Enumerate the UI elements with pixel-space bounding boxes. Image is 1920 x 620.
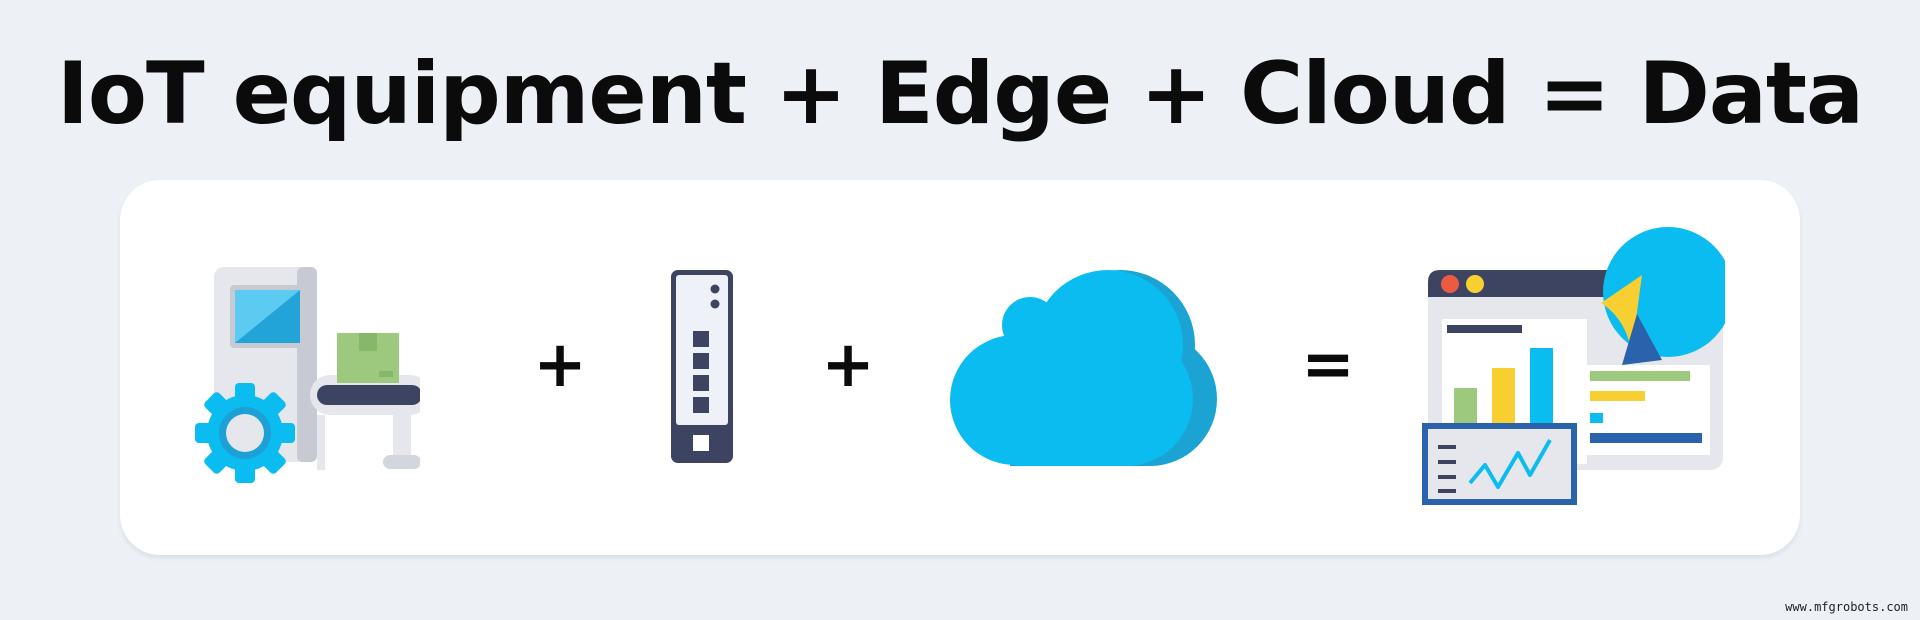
page-title: IoT equipment + Edge + Cloud = Data bbox=[56, 44, 1864, 144]
equation-card: + + = bbox=[120, 180, 1800, 555]
data-dashboard-icon bbox=[1422, 227, 1725, 505]
plus-operator-2: + bbox=[821, 328, 875, 402]
equals-operator: = bbox=[1301, 328, 1355, 402]
iot-machine-conveyor-icon bbox=[195, 267, 420, 483]
cloud-icon bbox=[950, 270, 1217, 466]
watermark-text: www.mfgrobots.com bbox=[1785, 600, 1908, 614]
plus-operator-1: + bbox=[533, 328, 587, 402]
edge-gateway-device-icon bbox=[671, 270, 733, 463]
